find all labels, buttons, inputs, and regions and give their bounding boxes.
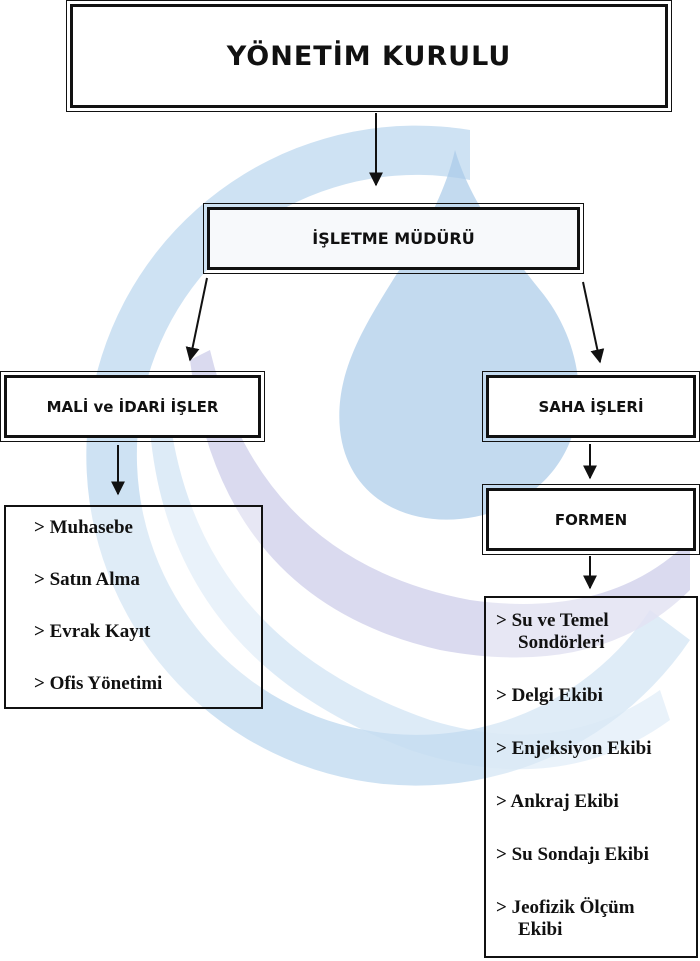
field-box: SAHA İŞLERİ — [482, 371, 700, 442]
arrow-manager-to-admin — [185, 277, 208, 362]
list-item: > Delgi Ekibi — [496, 685, 696, 707]
manager-box: İŞLETME MÜDÜRÜ — [203, 203, 584, 274]
arrow-manager-to-field — [582, 281, 605, 364]
list-item: > Evrak Kayıt — [34, 621, 151, 642]
board-title: YÖNETİM KURULU — [226, 40, 512, 72]
foreman-box: FORMEN — [482, 484, 700, 555]
foreman-title: FORMEN — [554, 510, 628, 529]
list-item-line: > Ankraj Ekibi — [496, 791, 619, 812]
list-item-continuation: Ekibi — [518, 919, 563, 940]
watermark-purple-arc — [190, 350, 690, 658]
list-item-line: > Su ve Temel — [496, 610, 609, 631]
admin-title: MALİ ve İDARİ İŞLER — [46, 397, 219, 416]
manager-title: İŞLETME MÜDÜRÜ — [312, 229, 475, 248]
list-item-line: > Delgi Ekibi — [496, 685, 603, 706]
watermark-inner-arc — [150, 420, 670, 770]
list-item: > Ofis Yönetimi — [34, 673, 163, 694]
list-item-line: > Jeofizik Ölçüm — [496, 897, 635, 918]
admin-box: MALİ ve İDARİ İŞLER — [0, 371, 265, 442]
field-title: SAHA İŞLERİ — [538, 397, 644, 416]
list-item: > Muhasebe — [34, 517, 133, 538]
field-team-list: > Su ve Temel Sondörleri > Delgi Ekibi >… — [484, 596, 698, 958]
list-item-line: > Su Sondajı Ekibi — [496, 844, 649, 865]
board-box: YÖNETİM KURULU — [66, 0, 672, 112]
list-item: > Jeofizik Ölçüm Ekibi — [496, 897, 696, 941]
list-item: > Su ve Temel Sondörleri — [496, 610, 696, 654]
list-item: > Enjeksiyon Ekibi — [496, 738, 696, 760]
list-item: > Su Sondajı Ekibi — [496, 844, 696, 866]
list-item: > Ankraj Ekibi — [496, 791, 696, 813]
list-item-continuation: Sondörleri — [518, 632, 605, 653]
list-item: > Satın Alma — [34, 569, 140, 590]
admin-task-list: > Muhasebe > Satın Alma > Evrak Kayıt > … — [4, 505, 263, 709]
list-item-line: > Enjeksiyon Ekibi — [496, 738, 652, 759]
